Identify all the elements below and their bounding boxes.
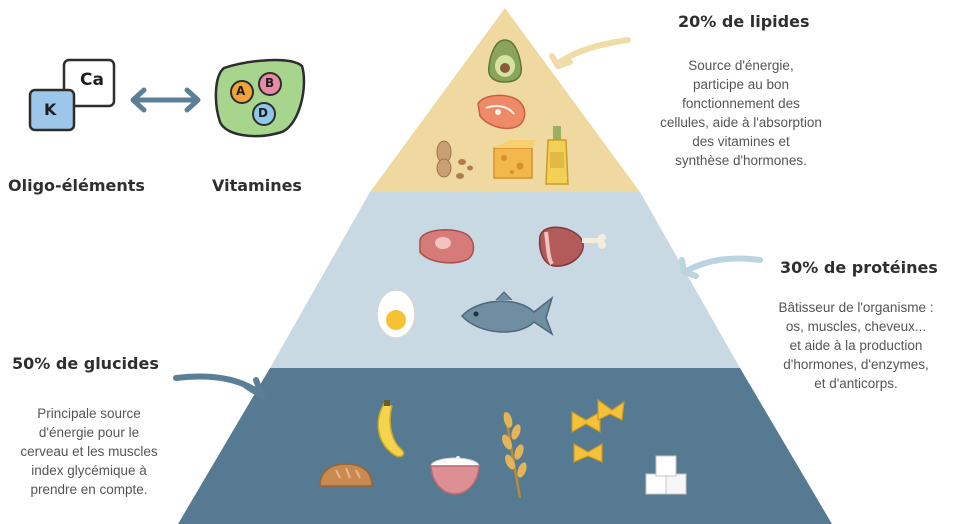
vitamins-label: Vitamines — [212, 176, 302, 195]
vitamin-d-letter: D — [258, 106, 268, 120]
proteines-tier — [270, 192, 740, 368]
proteines-title: 30% de protéines — [780, 258, 938, 277]
double-arrow-icon — [133, 90, 198, 110]
glucides-description: Principale source d'énergie pour le cerv… — [0, 404, 178, 499]
proteines-description: Bâtisseur de l'organisme : os, muscles, … — [762, 298, 950, 393]
oligo-elements-label: Oligo-éléments — [8, 176, 145, 195]
egg-icon — [377, 290, 415, 338]
steak-icon — [420, 230, 474, 263]
cheese-icon — [494, 140, 536, 178]
lipides-description: Source d'énergie, participe au bon fonct… — [636, 56, 846, 170]
proteines-arrow — [688, 258, 760, 270]
vitamins-icon — [216, 60, 304, 136]
vitamin-a-letter: A — [236, 84, 245, 98]
vitamin-b-letter: B — [265, 76, 274, 90]
lipides-title: 20% de lipides — [678, 12, 809, 31]
calcium-symbol: Ca — [80, 70, 104, 90]
potassium-symbol: K — [44, 100, 56, 119]
lipides-arrow — [560, 40, 628, 62]
glucides-title: 50% de glucides — [12, 354, 159, 373]
